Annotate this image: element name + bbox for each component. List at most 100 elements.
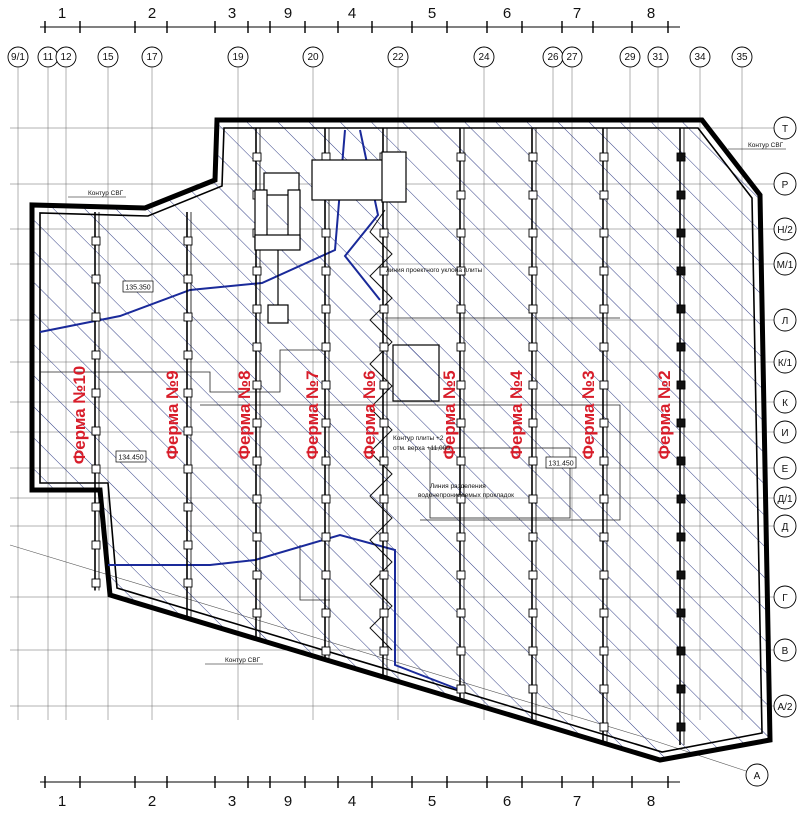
bottom-bay-label: 5	[428, 793, 436, 810]
column-mark	[528, 570, 538, 580]
column-mark	[321, 228, 331, 238]
truss-label: Ферма №5	[440, 370, 459, 459]
truss-label: Ферма №8	[235, 370, 254, 459]
truss-label: Ферма №2	[655, 370, 674, 459]
column-mark	[379, 380, 389, 390]
row-axis-bubble	[773, 638, 797, 662]
column-mark	[599, 190, 609, 200]
column-mark	[379, 228, 389, 238]
column-mark	[379, 570, 389, 580]
row-axis-label: М/1	[777, 260, 794, 271]
column-axis-bubble	[647, 46, 669, 68]
column-mark	[456, 342, 466, 352]
column-mark	[321, 266, 331, 276]
column-mark	[183, 312, 193, 322]
column-mark	[252, 304, 262, 314]
column-mark	[676, 152, 686, 162]
column-axis-bubble	[227, 46, 249, 68]
elevation-box	[122, 280, 154, 293]
column-mark	[321, 570, 331, 580]
column-mark	[91, 426, 101, 436]
row-axis-label: Р	[782, 180, 789, 191]
top-bay-label: 9	[284, 5, 292, 22]
column-axis-bubble	[731, 46, 753, 68]
column-mark	[321, 456, 331, 466]
column-mark	[252, 570, 262, 580]
elevation-box	[545, 456, 577, 469]
row-axis-label: Е	[782, 464, 789, 475]
column-mark	[91, 540, 101, 550]
top-bay-label: 5	[428, 5, 436, 22]
internal-lines	[40, 317, 621, 601]
column-mark	[183, 236, 193, 246]
column-axis-label: 24	[478, 52, 490, 63]
column-axis-bubble	[302, 46, 324, 68]
column-axis-label: 26	[547, 52, 559, 63]
row-axis-bubble	[773, 585, 797, 609]
column-mark	[599, 684, 609, 694]
column-axis-bubble	[141, 46, 163, 68]
column-mark	[456, 570, 466, 580]
column-mark	[321, 608, 331, 618]
column-axis-bubble	[473, 46, 495, 68]
column-mark	[599, 380, 609, 390]
column-mark	[456, 152, 466, 162]
column-mark	[91, 236, 101, 246]
row-axis-label: Г	[782, 593, 788, 604]
column-mark	[456, 646, 466, 656]
column-mark	[252, 418, 262, 428]
column-mark	[456, 684, 466, 694]
column-mark	[676, 532, 686, 542]
column-mark	[676, 190, 686, 200]
column-mark	[528, 342, 538, 352]
column-mark	[91, 464, 101, 474]
top-bay-label: 4	[348, 5, 356, 22]
column-mark	[456, 456, 466, 466]
bottom-bay-label: 7	[573, 793, 581, 810]
column-mark	[321, 418, 331, 428]
column-mark	[321, 304, 331, 314]
column-mark	[528, 456, 538, 466]
column-mark	[676, 722, 686, 732]
bottom-bay-label: 3	[228, 793, 236, 810]
column-mark	[91, 388, 101, 398]
column-axis-label: 11	[43, 52, 54, 63]
column-mark	[379, 608, 389, 618]
column-mark	[528, 380, 538, 390]
row-axis-label: Л	[782, 316, 789, 327]
elevation-label: 134.450	[118, 455, 143, 462]
column-mark	[183, 464, 193, 474]
column-axis-bubble	[387, 46, 409, 68]
column-mark	[599, 456, 609, 466]
column-mark	[456, 380, 466, 390]
row-axis-bubble	[773, 252, 797, 276]
row-axis-label: К	[782, 398, 788, 409]
column-mark	[252, 494, 262, 504]
row-axis-label: А	[754, 771, 761, 782]
column-mark	[379, 456, 389, 466]
column-mark	[528, 190, 538, 200]
column-mark	[676, 342, 686, 352]
column-mark	[599, 342, 609, 352]
row-axis-bubble	[773, 217, 797, 241]
column-mark	[676, 570, 686, 580]
column-axis-bubble	[7, 46, 29, 68]
column-mark	[379, 494, 389, 504]
contour-label: Контур СВГ	[225, 657, 261, 664]
column-mark	[528, 152, 538, 162]
column-mark	[252, 342, 262, 352]
top-bay-label: 6	[503, 5, 511, 22]
column-mark	[528, 228, 538, 238]
column-mark	[676, 266, 686, 276]
column-mark	[676, 418, 686, 428]
note-slab-note-2: отм. верха +11,000	[393, 445, 450, 452]
row-axis-label: К/1	[778, 358, 793, 369]
column-mark	[676, 304, 686, 314]
column-mark	[599, 228, 609, 238]
column-axis-bubble	[55, 46, 77, 68]
column-mark	[456, 494, 466, 504]
column-axis-label: 22	[392, 52, 404, 63]
row-axis-label: Д/1	[777, 494, 793, 505]
bottom-bay-label: 1	[58, 793, 66, 810]
